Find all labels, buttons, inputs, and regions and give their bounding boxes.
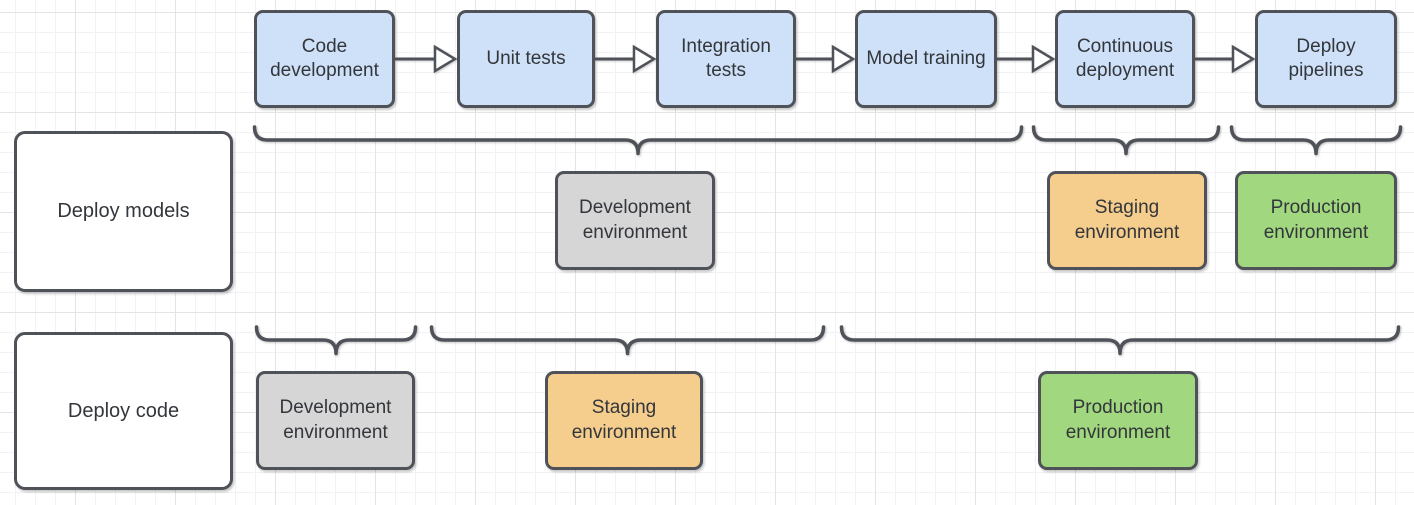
- step-label: Deploy pipelines: [1288, 36, 1364, 81]
- step-label: Continuous deployment: [1075, 36, 1175, 81]
- brace-models-staging[interactable]: [1031, 125, 1221, 158]
- env-label: Production environment: [1065, 396, 1171, 443]
- models-staging-environment[interactable]: Staging environment: [1047, 171, 1207, 270]
- step-continuous-deployment[interactable]: Continuous deployment: [1055, 10, 1195, 108]
- arrow-connector[interactable]: [595, 44, 657, 74]
- brace-models-development[interactable]: [252, 125, 1024, 158]
- step-model-training[interactable]: Model training: [855, 10, 997, 108]
- models-production-environment[interactable]: Production environment: [1235, 171, 1397, 270]
- step-label: Integration tests: [681, 36, 771, 81]
- step-deploy-pipelines[interactable]: Deploy pipelines: [1255, 10, 1397, 108]
- env-label: Development environment: [579, 196, 691, 243]
- code-staging-environment[interactable]: Staging environment: [545, 371, 703, 470]
- brace-code-development[interactable]: [254, 325, 418, 358]
- models-development-environment[interactable]: Development environment: [555, 171, 715, 270]
- brace-code-production[interactable]: [839, 325, 1401, 358]
- row-label-deploy-code[interactable]: Deploy code: [14, 332, 233, 490]
- step-integration-tests[interactable]: Integration tests: [656, 10, 796, 108]
- step-label: Model training: [866, 48, 986, 70]
- arrow-connector[interactable]: [1195, 44, 1256, 74]
- row-label-text: Deploy models: [57, 200, 190, 222]
- env-label: Staging environment: [571, 396, 677, 443]
- row-label-deploy-models[interactable]: Deploy models: [14, 131, 233, 292]
- brace-models-production[interactable]: [1229, 125, 1403, 158]
- code-production-environment[interactable]: Production environment: [1038, 371, 1198, 470]
- brace-code-staging[interactable]: [429, 325, 826, 358]
- step-unit-tests[interactable]: Unit tests: [457, 10, 595, 108]
- step-label: Code development: [270, 36, 379, 81]
- arrow-connector[interactable]: [997, 44, 1056, 74]
- step-label: Unit tests: [486, 48, 566, 70]
- env-label: Development environment: [279, 396, 392, 443]
- env-label: Staging environment: [1074, 196, 1180, 243]
- row-label-text: Deploy code: [67, 399, 180, 422]
- env-label: Production environment: [1263, 196, 1369, 243]
- arrow-connector[interactable]: [395, 44, 458, 74]
- step-code-development[interactable]: Code development: [254, 10, 395, 108]
- arrow-connector[interactable]: [796, 44, 856, 74]
- code-development-environment[interactable]: Development environment: [256, 371, 415, 470]
